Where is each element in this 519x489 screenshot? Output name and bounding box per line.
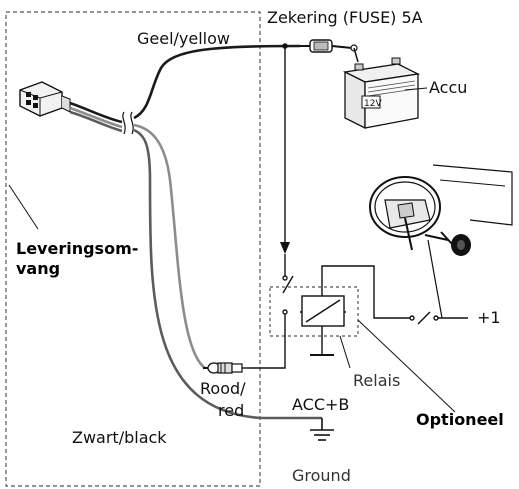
relay-coil [300, 265, 410, 356]
relay-label: Relais [353, 371, 400, 390]
relay-pointer [339, 335, 351, 369]
scope-label-line2: vang [16, 259, 60, 278]
battery-label: Accu [429, 78, 467, 97]
ground-icon [310, 418, 334, 441]
black-wire [133, 128, 322, 420]
acc-b-label: ACC+B [292, 395, 349, 414]
connector-plug-icon [19, 81, 71, 117]
delivery-scope-box [5, 11, 261, 487]
optional-pointer [357, 319, 456, 413]
yellow-wire-label: Geel/yellow [137, 29, 230, 48]
scope-pointer [8, 184, 39, 230]
wire-bundle [69, 101, 123, 124]
steering-wheel-icon [369, 164, 513, 256]
battery-icon: 12V [342, 57, 421, 130]
relay-box [269, 286, 359, 337]
relay-switch [250, 254, 294, 369]
accu-pointer [404, 87, 428, 91]
black-wire-label: Zwart/black [72, 428, 167, 447]
plus-one-label: +1 [477, 308, 501, 327]
red-wire [133, 123, 206, 370]
arrow-down [280, 242, 290, 254]
ignition-switch [409, 311, 468, 325]
wire-break-symbol [122, 111, 134, 135]
battery-voltage-label: 12V [364, 99, 382, 109]
ground-label: Ground [292, 466, 351, 485]
yellow-wire [133, 44, 301, 120]
red-connector-icon [203, 362, 250, 374]
scope-label-line1: Leveringsom- [16, 239, 138, 258]
red-wire-label-line1: Rood/ [200, 379, 246, 398]
fuse-label: Zekering (FUSE) 5A [267, 8, 423, 27]
ignition-pointer [427, 239, 443, 319]
red-wire-label-line2: red [218, 401, 244, 420]
fuse-icon [300, 39, 358, 53]
optional-label: Optioneel [416, 410, 504, 429]
